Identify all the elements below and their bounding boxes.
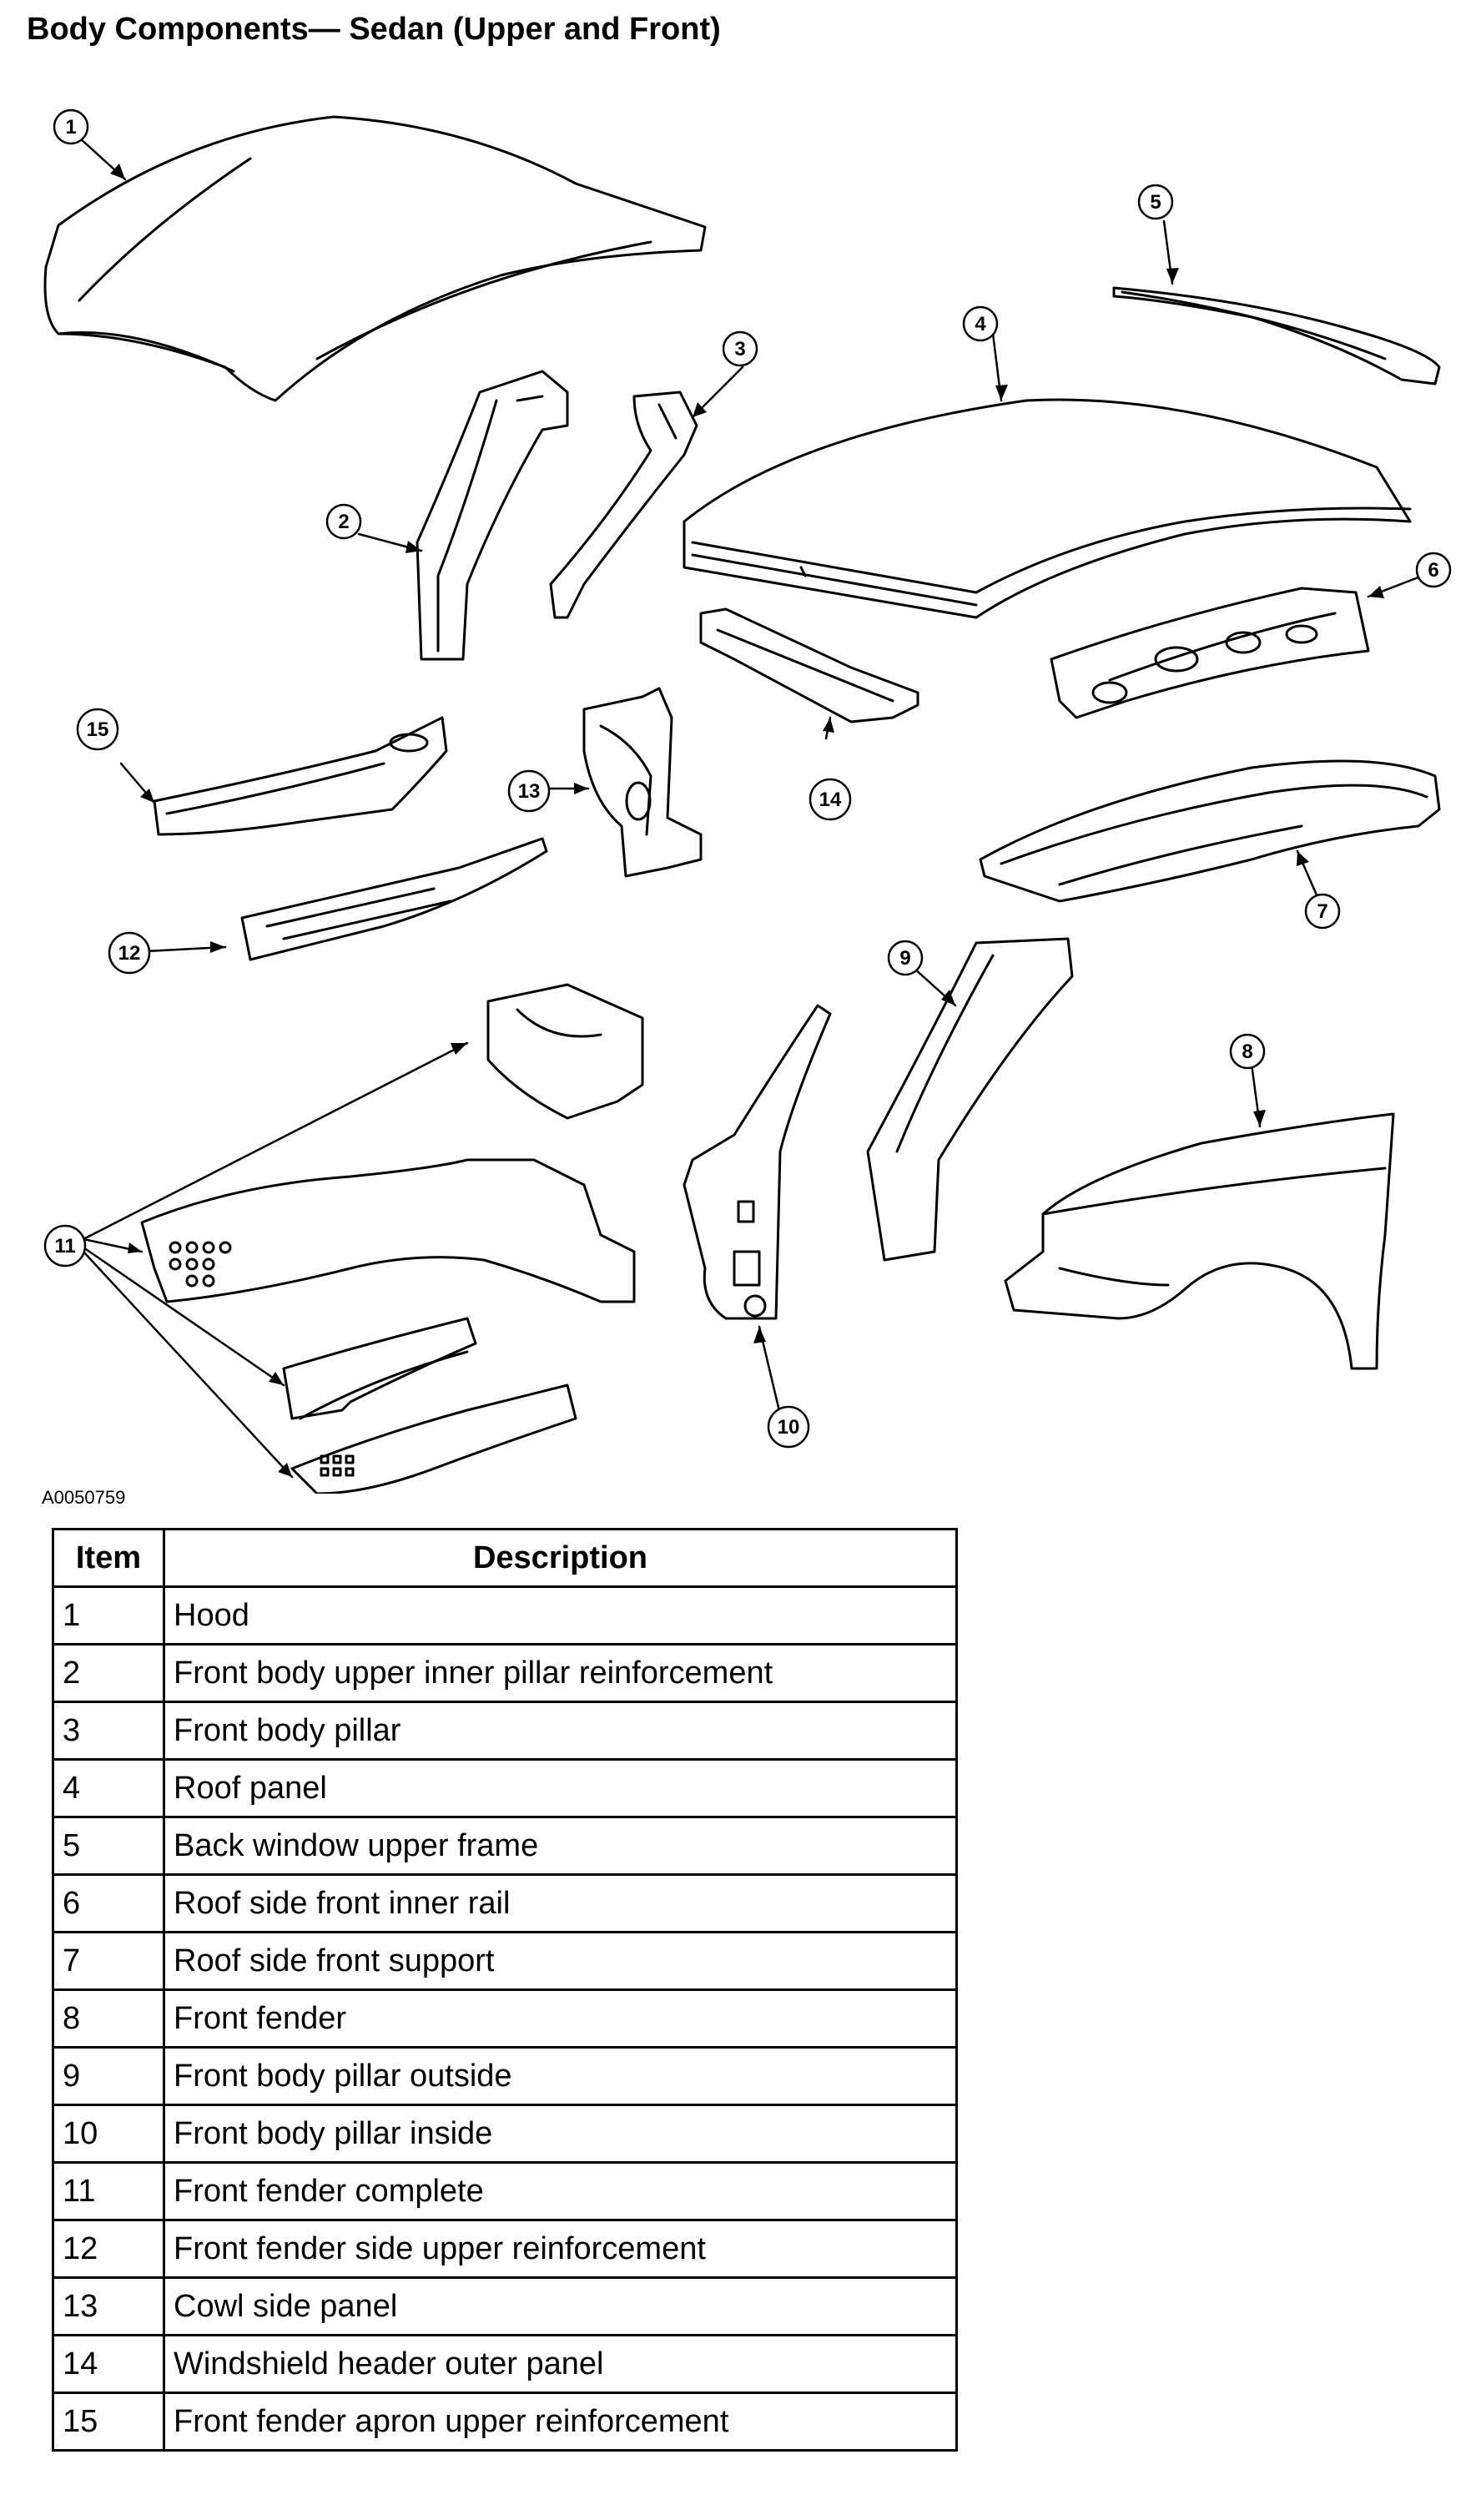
callout-5: 5 xyxy=(1150,191,1161,214)
table-header-row: Item Description xyxy=(52,1528,958,1588)
item-description: Windshield header outer panel xyxy=(163,2334,958,2394)
item-number: 10 xyxy=(52,2104,165,2164)
item-description: Back window upper frame xyxy=(163,1816,958,1876)
callout-1: 1 xyxy=(65,116,76,139)
item-number: 6 xyxy=(52,1873,165,1933)
fender-complete-hole-grid xyxy=(169,1241,232,1288)
item-number: 12 xyxy=(52,2219,165,2279)
item-number: 5 xyxy=(52,1816,165,1876)
part-cowl-side-panel xyxy=(582,687,703,878)
callout-8: 8 xyxy=(1242,1041,1252,1063)
item-number: 9 xyxy=(52,2046,165,2106)
item-number: 11 xyxy=(52,2161,165,2221)
part-roof-side-front-inner-rail xyxy=(1050,587,1370,719)
leader-arrowheads xyxy=(110,164,1384,1477)
page-title: Body Components— Sedan (Upper and Front) xyxy=(27,12,721,47)
item-description: Front fender side upper reinforcement xyxy=(163,2219,958,2279)
part-front-body-pillar-outside xyxy=(866,937,1074,1262)
callout-12: 12 xyxy=(118,942,141,965)
part-front-fender xyxy=(1004,1112,1395,1370)
part-front-fender-complete xyxy=(140,983,644,1494)
callout-4: 4 xyxy=(975,313,986,335)
item-description: Front fender apron upper reinforcement xyxy=(163,2391,958,2452)
part-front-fender-side-upper-reinforcement xyxy=(240,837,548,961)
part-front-fender-apron-upper-reinforcement xyxy=(153,716,448,836)
item-description: Front body pillar outside xyxy=(163,2046,958,2106)
item-description: Roof panel xyxy=(163,1758,958,1818)
item-description: Hood xyxy=(163,1585,958,1646)
part-hood xyxy=(43,115,707,402)
item-description: Front fender xyxy=(163,1988,958,2049)
description-column-header: Description xyxy=(163,1528,958,1588)
callout-15: 15 xyxy=(87,718,109,741)
part-front-body-upper-inner-pillar-reinforcement xyxy=(416,370,569,661)
item-number: 3 xyxy=(52,1701,165,1761)
callout-11: 11 xyxy=(54,1235,75,1257)
fender-complete-hole-grid-lower xyxy=(320,1454,355,1477)
item-number: 4 xyxy=(52,1758,165,1818)
part-back-window-upper-frame xyxy=(1112,286,1441,386)
figure-reference-code: A0050759 xyxy=(42,1487,126,1508)
callout-circles xyxy=(43,108,1452,1449)
part-windshield-header-outer-panel xyxy=(699,607,919,723)
callout-9: 9 xyxy=(899,947,910,970)
part-roof-side-front-support xyxy=(979,759,1441,903)
callout-13: 13 xyxy=(518,780,541,803)
item-number: 14 xyxy=(52,2334,165,2394)
callout-6: 6 xyxy=(1428,559,1438,582)
callout-3: 3 xyxy=(734,338,745,360)
part-front-body-pillar xyxy=(549,391,698,619)
callout-7: 7 xyxy=(1317,900,1327,923)
item-description: Cowl side panel xyxy=(163,2276,958,2336)
item-number: 7 xyxy=(52,1931,165,1991)
item-number: 13 xyxy=(52,2276,165,2336)
item-description: Front body upper inner pillar reinforcem… xyxy=(163,1643,958,1703)
item-description: Roof side front support xyxy=(163,1931,958,1991)
item-description: Front body pillar xyxy=(163,1701,958,1761)
item-description: Front body pillar inside xyxy=(163,2104,958,2164)
part-front-body-pillar-inside xyxy=(683,1004,832,1320)
item-number: 1 xyxy=(52,1585,165,1646)
callout-2: 2 xyxy=(338,511,349,533)
item-number: 15 xyxy=(52,2391,165,2452)
exploded-parts-diagram: 1 2 3 4 5 6 7 8 9 10 11 12 13 14 15 xyxy=(43,108,1452,1494)
callout-labels: 1 2 3 4 5 6 7 8 9 10 11 12 13 14 15 xyxy=(54,116,1438,1439)
part-roof-panel xyxy=(683,398,1412,619)
item-description: Roof side front inner rail xyxy=(163,1873,958,1933)
item-column-header: Item xyxy=(52,1528,165,1588)
item-number: 8 xyxy=(52,1988,165,2049)
callout-14: 14 xyxy=(819,789,842,811)
item-description: Front fender complete xyxy=(163,2161,958,2221)
item-number: 2 xyxy=(52,1643,165,1703)
callout-10: 10 xyxy=(778,1416,800,1439)
